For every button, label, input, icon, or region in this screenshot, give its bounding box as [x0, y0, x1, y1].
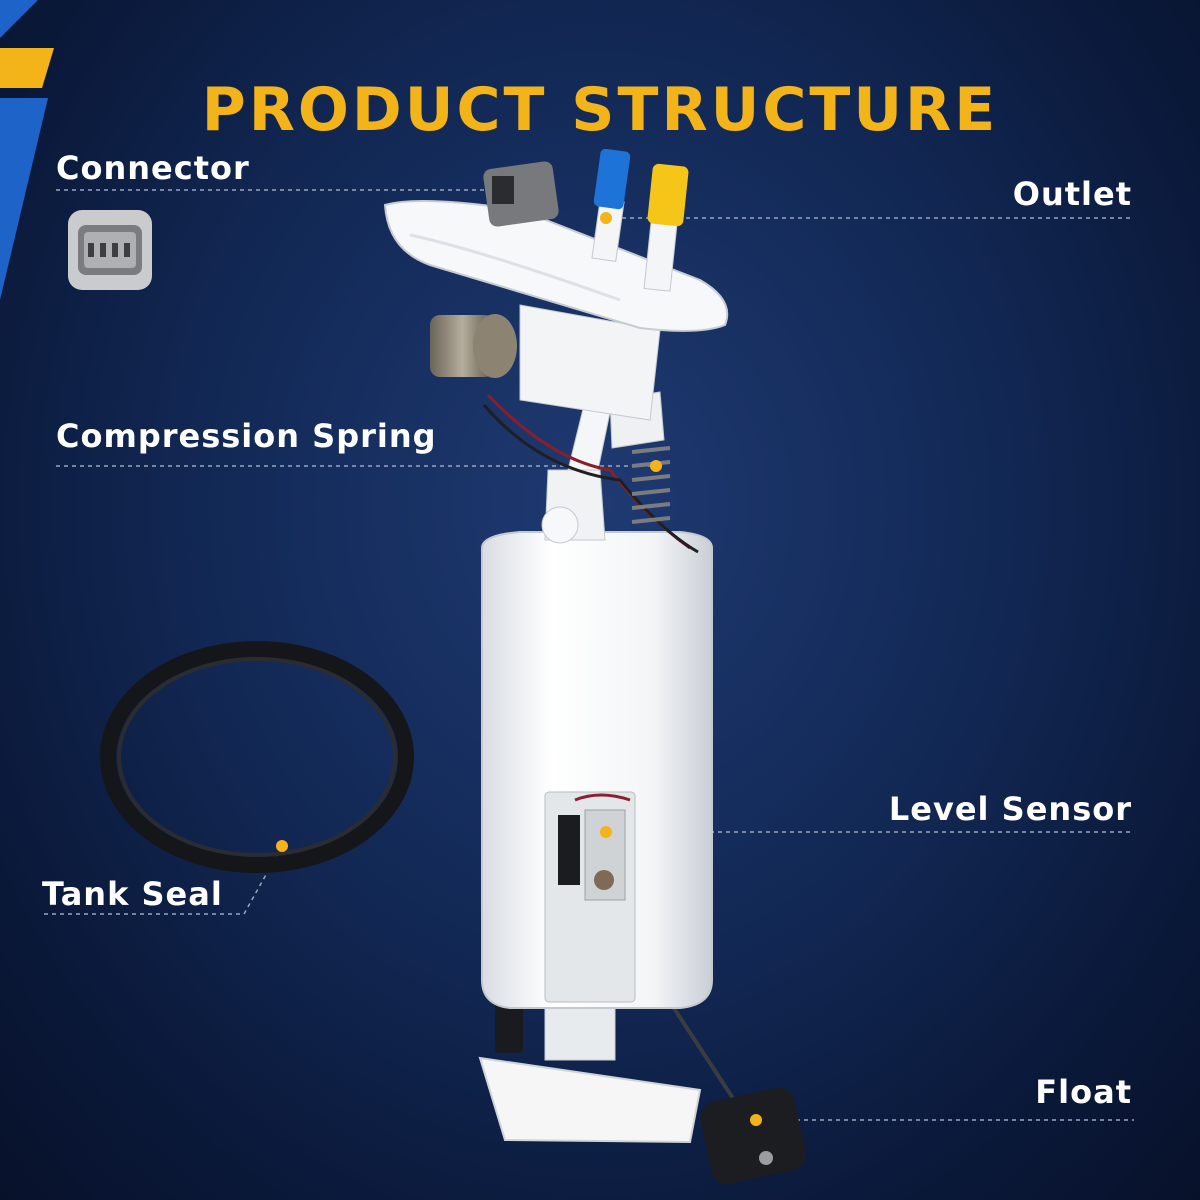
tank-seal-ring: [100, 641, 414, 873]
tank-seal-marker: [276, 840, 288, 852]
tank-seal-label: Tank Seal: [42, 875, 223, 913]
compression-spring-label: Compression Spring: [56, 417, 437, 455]
level-sensor-marker: [600, 826, 612, 838]
outlet-marker: [600, 212, 612, 224]
connector-label: Connector: [56, 149, 250, 187]
outlet-label: Outlet: [1012, 175, 1132, 213]
page-title: PRODUCT STRUCTURE: [201, 75, 999, 145]
spring-marker: [650, 460, 662, 472]
float-marker: [750, 1114, 762, 1126]
corner-accent: [0, 0, 54, 300]
callout-markers: [276, 212, 762, 1126]
fuel-pump-assembly: [383, 148, 806, 1185]
float-label: Float: [1035, 1073, 1132, 1111]
level-sensor-label: Level Sensor: [888, 790, 1132, 828]
connector-thumbnail: [68, 210, 152, 290]
